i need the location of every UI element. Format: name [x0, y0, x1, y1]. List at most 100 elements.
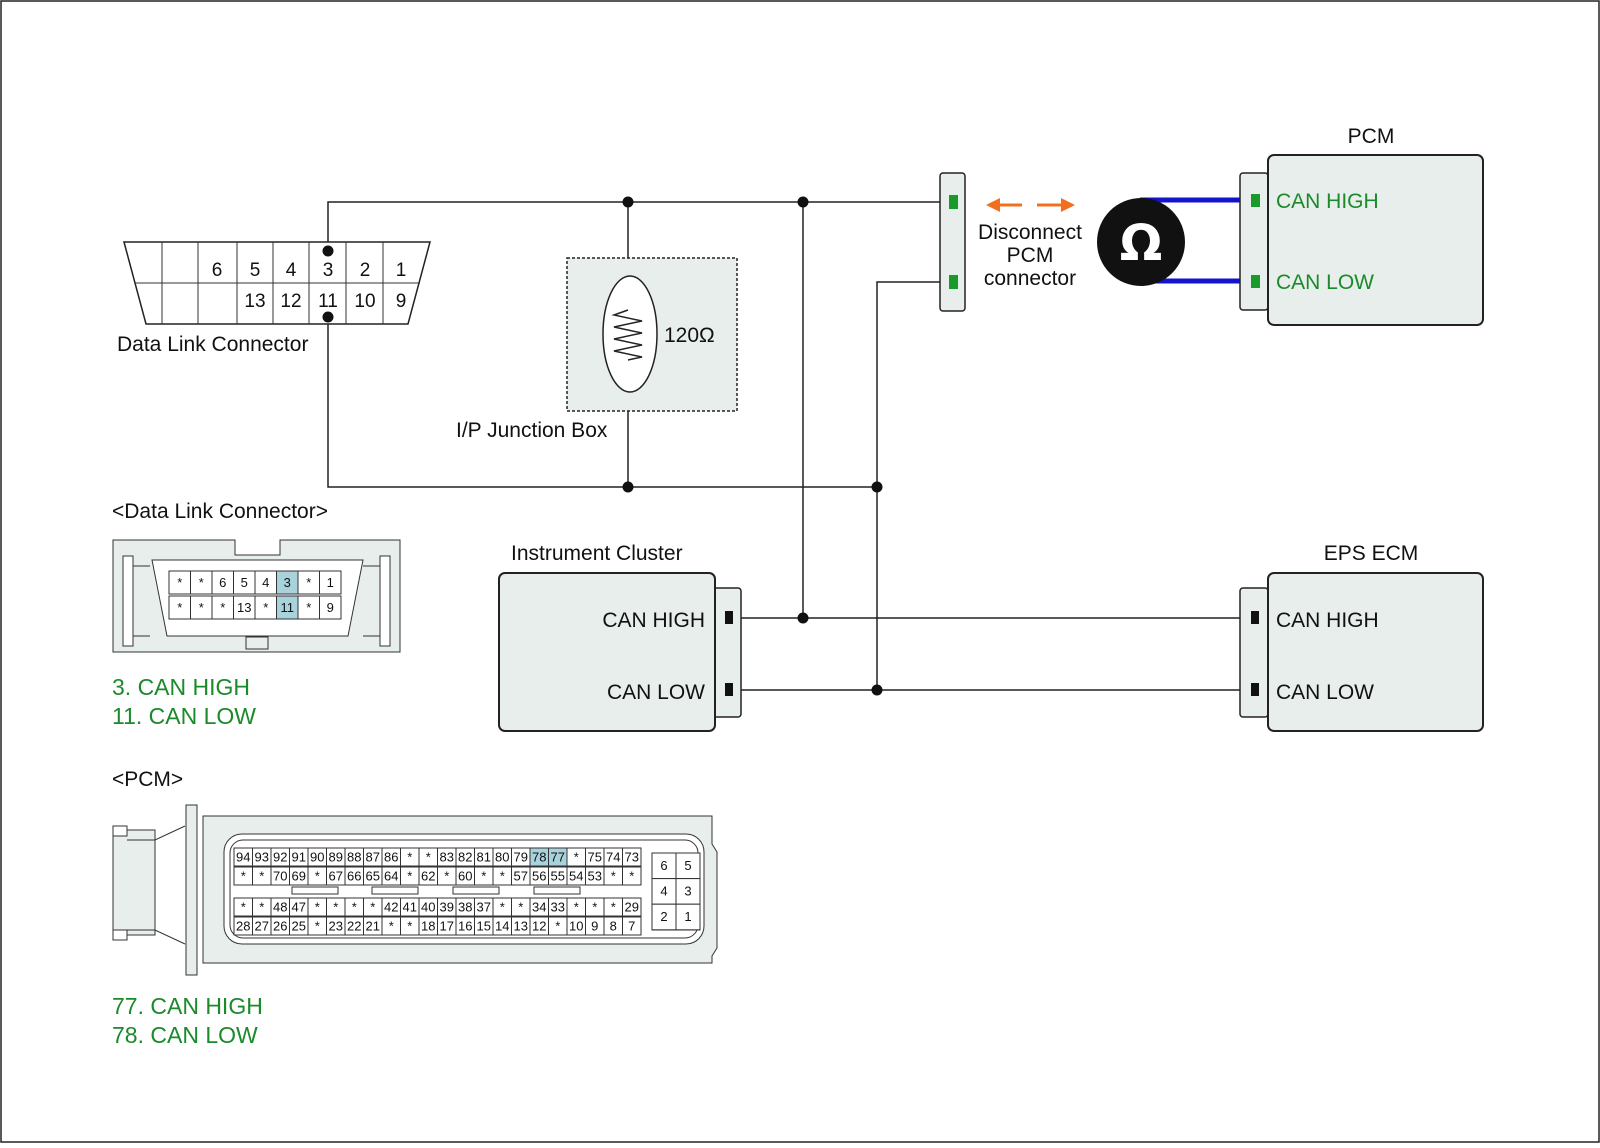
cluster-can-low: CAN LOW	[607, 681, 705, 704]
dlc-face-pin	[319, 570, 342, 595]
pcm-face-pin	[622, 916, 642, 936]
pcm-face-pin-label: 34	[532, 900, 546, 915]
pcm-face-pin-label: 91	[292, 850, 306, 865]
pcm-face-pin-label: *	[611, 869, 616, 884]
disconnect-line-3: connector	[984, 267, 1076, 290]
pcm-face-pin-label: 28	[236, 919, 250, 934]
dlc-face-pin-label: 5	[241, 575, 248, 590]
pcm-face-pin-label: 40	[421, 900, 435, 915]
pcm-face-pin	[622, 847, 642, 867]
pcm-face-pin	[622, 866, 642, 886]
disconnect-line-2: PCM	[1007, 244, 1054, 267]
pcm-legend-can-high: 77. CAN HIGH	[112, 993, 263, 1019]
pcm-face-pin-label: 69	[292, 869, 306, 884]
pcm-face-pin-label: 90	[310, 850, 324, 865]
pcm-face-pin-label: *	[629, 869, 634, 884]
pcm-key-tab	[291, 886, 339, 895]
dlc-face-pin-label: *	[199, 575, 204, 590]
pcm-face-pin-label: 25	[292, 919, 306, 934]
pcm-key-tab	[452, 886, 500, 895]
pcm-face-pin-label: *	[574, 900, 579, 915]
dlc-face-pin-label: 9	[327, 600, 334, 615]
pcm-face-pin-label: 47	[292, 900, 306, 915]
pcm-face-pin-label: 18	[421, 919, 435, 934]
pcm-face-pin-label: *	[500, 869, 505, 884]
pcm-face-pin-label: *	[611, 900, 616, 915]
pcm-face-pin-label: 86	[384, 850, 398, 865]
pcm-face-pin-label: 93	[255, 850, 269, 865]
dlc-label: Data Link Connector	[117, 333, 308, 356]
dlc-face-pin-label: *	[306, 575, 311, 590]
dlc-pin-label: 1	[396, 260, 407, 281]
pcm-module	[1239, 154, 1484, 326]
dlc-pin-label: 11	[318, 291, 338, 312]
dlc-pin-label: 6	[212, 260, 223, 281]
disconnect-arrows	[986, 198, 1075, 212]
pcm-face-pin-label: 21	[366, 919, 380, 934]
pcm-face-pin-label: 64	[384, 869, 398, 884]
pcm-face-pin-label: 82	[458, 850, 472, 865]
pcm-face-pin-label: *	[592, 900, 597, 915]
pcm-face-pin-label: 87	[366, 850, 380, 865]
dlc-face-pin-label: *	[177, 575, 182, 590]
dlc-face-pin-label: 1	[327, 575, 334, 590]
pcm-side-pin	[675, 852, 701, 880]
pcm-can-low: CAN LOW	[1276, 271, 1374, 294]
pcm-face-pin-label: 23	[329, 919, 343, 934]
pcm-face-pin-label: 79	[514, 850, 528, 865]
pcm-face-pin-label: 62	[421, 869, 435, 884]
pcm-face-pin-label: 29	[625, 900, 639, 915]
pcm-face-pin-label: 94	[236, 850, 250, 865]
pcm-face-pin-label: 88	[347, 850, 361, 865]
pcm-face-pin-label: 75	[588, 850, 602, 865]
pcm-face-pin-label: 60	[458, 869, 472, 884]
pcm-side-pin-label: 5	[684, 858, 691, 873]
eps-can-low: CAN LOW	[1276, 681, 1374, 704]
pcm-face-pin-label: 65	[366, 869, 380, 884]
pcm-key-tab	[533, 886, 581, 895]
ip-junction-box	[566, 257, 738, 412]
pcm-face-pin-label: 66	[347, 869, 361, 884]
pcm-face-pin-label: *	[481, 869, 486, 884]
pcm-can-high: CAN HIGH	[1276, 190, 1379, 213]
eps-ecm-module	[1239, 572, 1484, 732]
pcm-face-pin-label: 15	[477, 919, 491, 934]
ohm-icon	[1097, 198, 1185, 286]
dlc-face-pin-label: 3	[284, 575, 291, 590]
pcm-face-title: <PCM>	[112, 768, 183, 791]
dlc-face-pin-label: 11	[281, 600, 295, 615]
pcm-face-pin-label: *	[426, 850, 431, 865]
pcm-face-pin-label: 27	[255, 919, 269, 934]
dlc-pin-label: 4	[286, 260, 297, 281]
pcm-face-pin-label: 83	[440, 850, 454, 865]
pcm-face-pin-label: 78	[532, 850, 546, 865]
pcm-side-pin-label: 3	[684, 884, 691, 899]
resistor-symbol	[611, 309, 643, 361]
dlc-legend-can-high: 3. CAN HIGH	[112, 674, 250, 700]
pcm-face-pin-label: 73	[625, 850, 639, 865]
pcm-side-pin-label: 1	[684, 909, 691, 924]
pcm-face-pin	[622, 897, 642, 917]
pcm-face-pin-label: 8	[610, 919, 617, 934]
dlc-face-pin-label: *	[306, 600, 311, 615]
pcm-face-pin-label: 12	[532, 919, 546, 934]
pcm-face-pin-label: 81	[477, 850, 491, 865]
pcm-face-pin-label: 41	[403, 900, 417, 915]
pcm-face-pin-label: 53	[588, 869, 602, 884]
pcm-side-pin	[675, 903, 701, 931]
pcm-face-pin-label: 80	[495, 850, 509, 865]
pcm-face-pin-label: 22	[347, 919, 361, 934]
pcm-face-pin-label: *	[518, 900, 523, 915]
pcm-face-pin-label: 16	[458, 919, 472, 934]
dlc-pin-label: 12	[280, 291, 301, 312]
pcm-side-pin-label: 6	[660, 858, 667, 873]
pcm-face-pin-label: *	[555, 919, 560, 934]
dlc-face-pin-label: 6	[219, 575, 226, 590]
junction-dots	[622, 196, 883, 696]
resistor-value: 120Ω	[664, 324, 715, 347]
pcm-side-pin	[651, 903, 677, 931]
pcm-face-pin-label: 74	[606, 850, 620, 865]
dlc-face-pin-label: *	[199, 600, 204, 615]
